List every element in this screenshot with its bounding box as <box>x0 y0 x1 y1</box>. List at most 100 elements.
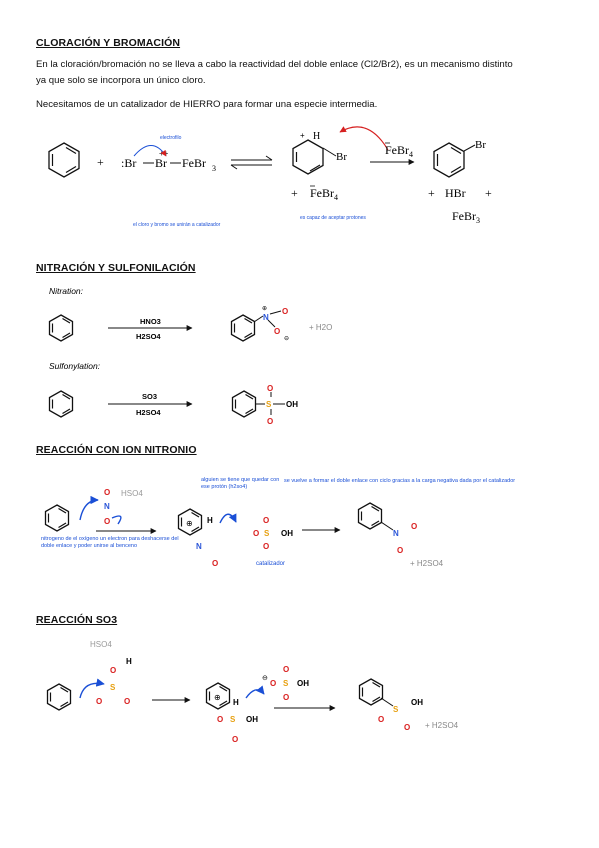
nitrogen-atom: N <box>263 313 269 322</box>
proton-removal-arrow <box>339 126 389 151</box>
svg-text:⊖: ⊖ <box>284 336 289 342</box>
benzene-icon <box>48 390 74 418</box>
benzene-icon <box>48 314 74 342</box>
oxygen-atom: O <box>110 666 116 675</box>
plus-sign: + <box>428 186 435 200</box>
oxygen-atom: O <box>124 697 130 706</box>
paragraph-line: ya que solo se incorpora un único cloro. <box>36 75 206 86</box>
oxygen-atom: O <box>267 417 273 426</box>
oxygen-atom: O <box>217 715 223 724</box>
note-vuelve: se vuelve a formar el doble enlace con c… <box>284 478 515 484</box>
oxygen-atom: O <box>404 723 410 732</box>
benzene-icon <box>44 504 70 532</box>
h2so4-byproduct: + H2SO4 <box>425 721 459 730</box>
br-product: Br <box>475 139 486 151</box>
oxygen-atom: O <box>263 542 269 551</box>
svg-text:+: + <box>300 131 305 140</box>
br-substituent: Br <box>336 151 347 163</box>
oxygen-atom: O <box>378 715 384 724</box>
nitrogen-atom: N <box>196 542 202 551</box>
benzenesulfonic-ring-icon <box>231 390 257 418</box>
h2so4-byproduct: + H2SO4 <box>410 559 444 568</box>
oh-group: OH <box>297 679 309 688</box>
svg-text:⊖: ⊖ <box>262 675 268 682</box>
oxygen-atom: O <box>282 307 288 316</box>
hso4-anion: HSO4 <box>121 489 143 498</box>
electron-arrow <box>79 678 105 699</box>
br-br-febr3: :Br Br FeBr 3 ++ <box>121 149 216 173</box>
oxygen-atom: O <box>397 546 403 555</box>
hno3-reagent: HNO3 <box>140 317 161 326</box>
oxygen-atom: O <box>212 559 218 568</box>
electron-arrow <box>245 685 265 699</box>
oxygen-atom: O <box>263 516 269 525</box>
benzenesulfonic-ring-icon <box>358 678 384 706</box>
h2o-byproduct: + H2O <box>309 323 332 332</box>
note-carga: es capaz de aceptar protones <box>300 215 366 221</box>
sulfonylation-label: Sulfonylation: <box>49 361 101 371</box>
note-quitar: alguien se tiene que quedar con ese prot… <box>201 477 279 490</box>
section-title-so3: REACCIÓN SO3 <box>36 614 118 626</box>
svg-text:⊕: ⊕ <box>186 519 193 528</box>
sulfur-atom: S <box>393 705 399 714</box>
electron-arrow <box>79 495 99 521</box>
svg-text:⊕: ⊕ <box>214 693 221 702</box>
oh-group: OH <box>286 400 298 409</box>
nitrogen-atom: N <box>393 529 399 538</box>
febr3-product: FeBr3 <box>452 209 480 225</box>
h-atom: H <box>313 131 320 142</box>
sulfur-atom: S <box>110 683 116 692</box>
nitration-label: Nitration: <box>49 286 84 296</box>
note-cloro-bromo: el cloro y bromo se unirán a catalizador <box>133 222 221 228</box>
sulfur-atom: S <box>283 679 289 688</box>
oxygen-atom: O <box>104 488 110 497</box>
oxygen-atom: O <box>96 697 102 706</box>
hso4-anion: HSO4 <box>90 640 112 649</box>
benzene-icon <box>48 142 80 178</box>
h-atom: H <box>126 657 132 666</box>
section-title-cloracion: CLORACIÓN Y BROMACIÓN <box>36 37 181 49</box>
febr4-byproduct: FeBr4 <box>310 186 338 202</box>
note-nitrogeno: nitrogeno de el oxígeno un electron para… <box>41 536 179 549</box>
note-electrofilo: electrofilo <box>160 135 182 141</box>
section-title-nitracion: NITRACIÓN Y SULFONILACIÓN <box>36 262 196 274</box>
nitrobenzene-ring-icon <box>230 314 256 342</box>
equilibrium-arrow <box>230 155 273 170</box>
br-atom-2: Br <box>155 156 167 170</box>
sulfur-atom: S <box>230 715 236 724</box>
electron-arrow <box>219 513 237 524</box>
oxygen-atom: O <box>267 384 273 393</box>
svg-text:⊕: ⊕ <box>262 306 267 312</box>
note-catalizador: catalizador <box>256 561 285 567</box>
paragraph-cloracion-2: Necesitamos de un catalizador de HIERRO … <box>36 99 378 110</box>
oxygen-atom: O <box>253 529 259 538</box>
oxygen-atom: O <box>283 665 289 674</box>
febr3-label: FeBr <box>182 156 206 170</box>
oxygen-atom: O <box>274 327 280 336</box>
oxygen-atom: O <box>104 517 110 526</box>
section-title-nitronio: REACCIÓN CON ION NITRONIO <box>36 444 197 456</box>
paragraph-line: En la cloración/bromación no se lleva a … <box>36 59 513 70</box>
h2so4-reagent: H2SO4 <box>136 332 161 341</box>
electron-arrow <box>111 515 122 525</box>
oh-group: OH <box>411 698 423 707</box>
sigma-complex: + H Br <box>292 131 347 175</box>
electron-arrow <box>133 145 167 157</box>
oxygen-atom: O <box>411 522 417 531</box>
bromobenzene-icon <box>433 142 465 178</box>
oxygen-atom: O <box>232 735 238 744</box>
so3-reagent: SO3 <box>142 392 157 401</box>
oxygen-atom: O <box>270 679 276 688</box>
plus-sign: + <box>97 155 104 169</box>
oh-group: OH <box>246 715 258 724</box>
oxygen-atom: O <box>283 693 289 702</box>
h2so4-reagent: H2SO4 <box>136 408 161 417</box>
br-atom-1: :Br <box>121 156 136 170</box>
febr3-subscript: 3 <box>212 164 216 173</box>
plus-sign: + <box>485 186 492 200</box>
paragraph-cloracion-1: En la cloración/bromación no se lleva a … <box>36 57 571 89</box>
plus-sign: + <box>291 186 298 200</box>
h-atom: H <box>233 698 239 707</box>
sulfur-atom: S <box>264 529 270 538</box>
